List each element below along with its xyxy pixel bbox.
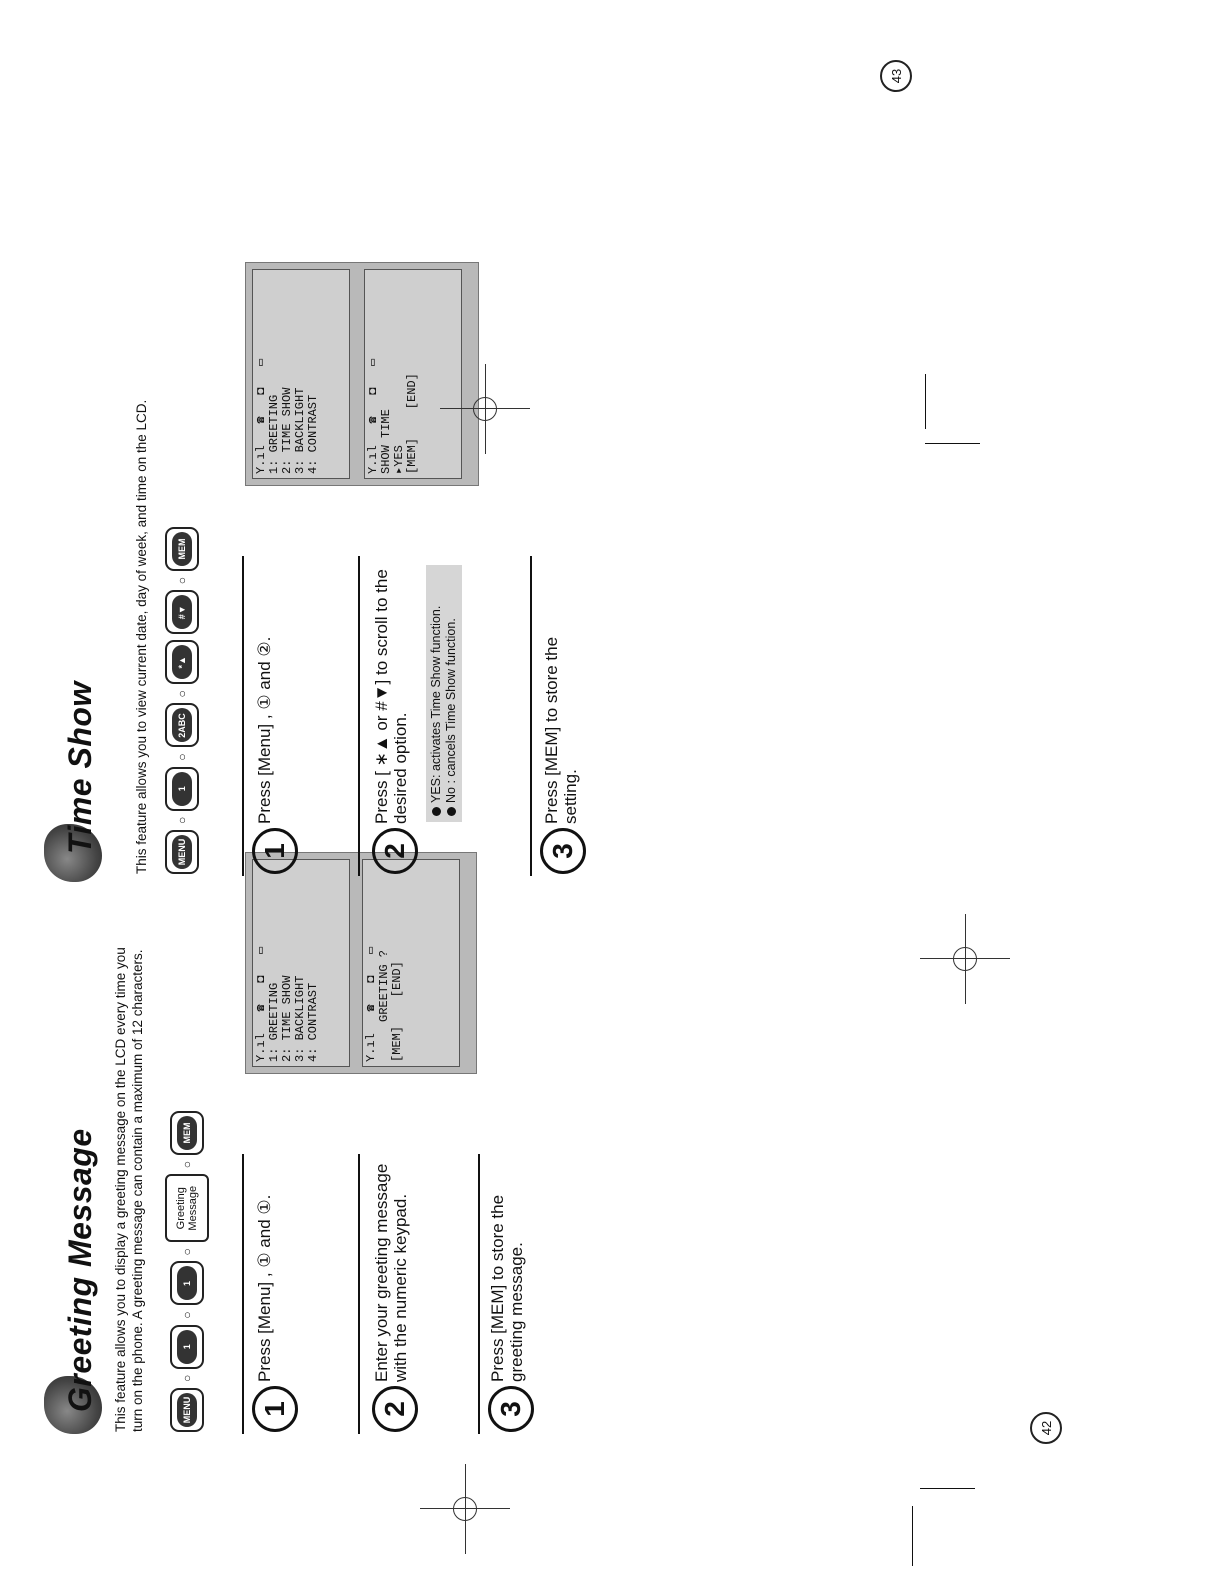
bullet-icon [432, 807, 441, 816]
key-hash-down: #▼ [165, 590, 199, 635]
key-2abc: 2ABC [165, 703, 199, 748]
step-number-1: 1 [252, 828, 298, 874]
key-star-up: *▲ [165, 640, 199, 685]
page-number: 43 [880, 60, 912, 92]
step-divider [242, 1154, 244, 1434]
intro-line-1: This feature allows you to display a gre… [113, 947, 128, 1432]
step-divider [358, 1154, 360, 1434]
crop-mark [912, 1506, 913, 1566]
step-number-1: 1 [252, 1386, 298, 1432]
step-number-2: 2 [372, 828, 418, 874]
page-number: 42 [1030, 1412, 1062, 1444]
key-menu: MENU [170, 1388, 204, 1432]
step-divider [478, 1154, 480, 1434]
key-mem: MEM [165, 527, 199, 571]
bullet-icon [447, 807, 456, 816]
registration-mark [420, 1464, 510, 1554]
key-sequence: MENU ○ 1 ○ 1 ○ Greeting Message ○ MEM [165, 1111, 209, 1432]
intro-line-2: turn on the phone. A greeting message ca… [130, 949, 145, 1432]
key-greeting-message: Greeting Message [165, 1174, 209, 1243]
lcd-line: SHOW TIME [379, 409, 393, 474]
page-title: Greeting Message [62, 1128, 98, 1412]
option-notes: YES: activates Time Show function. No : … [426, 565, 462, 822]
sequence-arrow-icon: ○ [175, 577, 189, 585]
key-menu: MENU [165, 830, 199, 874]
intro-text: This feature allows you to view current … [134, 399, 149, 874]
note-no: No : cancels Time Show function. [444, 571, 459, 816]
lcd-line: [MEM] [END] [390, 961, 404, 1062]
lcd-screen-menu: Y.ıl ☎ ◘ ▭ 1: GREETING 2: TIME SHOW 3: B… [252, 859, 350, 1067]
key-1: 1 [170, 1324, 204, 1369]
lcd-line: 4: CONTRAST [306, 982, 320, 1062]
step-number-3: 3 [488, 1386, 534, 1432]
page-title: Time Show [62, 681, 98, 854]
lcd-display-menu: Y.ıl ☎ ◘ ▭ 1: GREETING 2: TIME SHOW 3: B… [245, 852, 477, 1074]
sequence-arrow-icon: ○ [175, 816, 189, 824]
step-number-3: 3 [540, 828, 586, 874]
step-text-1: Press [Menu] , ① and ①. [255, 1194, 274, 1382]
page-time-show: Time Show This feature allows you to vie… [44, 60, 912, 882]
key-1: 1 [170, 1261, 204, 1306]
step-text-2: Enter your greeting message with the num… [372, 1163, 410, 1382]
note-yes: YES: activates Time Show function. [429, 571, 444, 816]
lcd-screen-menu: Y.ıl ☎ ◘ ▭ 1: GREETING 2: TIME SHOW 3: B… [252, 269, 350, 479]
crop-mark [920, 1488, 975, 1489]
step-number-2: 2 [372, 1386, 418, 1432]
registration-mark [920, 914, 1010, 1004]
key-1: 1 [165, 766, 199, 811]
sequence-arrow-icon: ○ [180, 1161, 194, 1169]
sequence-arrow-icon: ○ [175, 753, 189, 761]
sequence-arrow-icon: ○ [180, 1374, 194, 1382]
registration-mark [440, 364, 530, 454]
crop-mark [925, 374, 926, 429]
page-greeting-message: Greeting Message This feature allows you… [0, 792, 1212, 1584]
step-divider [530, 556, 532, 876]
crop-mark [925, 443, 980, 444]
lcd-line: 4: CONTRAST [306, 394, 320, 474]
step-text-3: Press [MEM] to store the greeting messag… [488, 1194, 526, 1382]
step-text-1: Press [Menu] , ① and ②. [255, 636, 274, 824]
sequence-arrow-icon: ○ [180, 1248, 194, 1256]
lcd-screen-greeting: Y.ıl ☎ ◘ ▭ GREETING ? [MEM] [END] [362, 859, 460, 1067]
key-sequence: MENU ○ 1 ○ 2ABC ○ *▲ #▼ ○ MEM [165, 527, 199, 874]
step-text-2: Press [ ∗▲ or #▼] to scroll to the desir… [372, 569, 410, 824]
step-divider [242, 556, 244, 876]
step-text-3: Press [MEM] to store the setting. [542, 636, 580, 824]
sequence-arrow-icon: ○ [180, 1311, 194, 1319]
lcd-line: [MEM] [END] [405, 373, 419, 474]
sequence-arrow-icon: ○ [175, 690, 189, 698]
intro-text: This feature allows you to display a gre… [112, 812, 146, 1432]
key-mem: MEM [170, 1111, 204, 1155]
step-divider [358, 556, 360, 876]
